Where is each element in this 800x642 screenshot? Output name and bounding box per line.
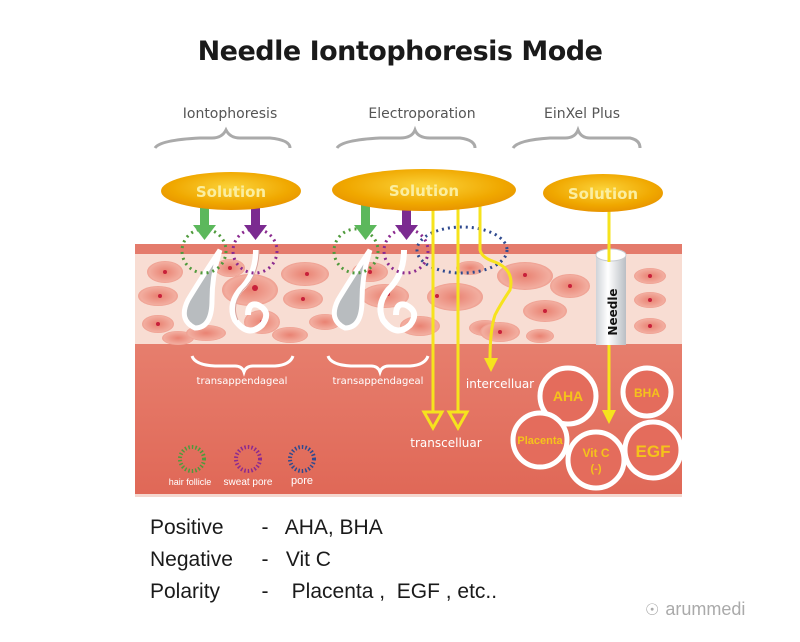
sweat-gland-1 [229, 249, 270, 334]
legend-pore-label: pore [291, 475, 313, 487]
summary-positive-value: AHA, BHA [284, 516, 383, 539]
intercellular-arrowhead [484, 358, 498, 372]
arrow-purple-2 [395, 205, 418, 240]
brace-transappendageal-2 [326, 355, 430, 377]
summary-negative: Negative- Vit C [150, 548, 331, 571]
watermark: ☉arummedi [645, 599, 746, 619]
active-aha-label: AHA [553, 388, 583, 404]
diagram-title: Needle Iontophoresis Mode [197, 36, 603, 67]
pathway-transcellular: transcelluar [410, 436, 481, 450]
brace-iontophoresis [153, 126, 292, 150]
arrow-green-1 [193, 205, 216, 240]
summary-positive-key: Positive [150, 516, 224, 539]
legend: hair follicle sweat pore pore [169, 445, 316, 488]
arrow-green-2 [354, 205, 377, 240]
mode-label-iontophoresis: Iontophoresis [182, 106, 278, 122]
summary-positive: Positive- AHA, BHA [150, 516, 383, 539]
summary-negative-key: Negative [150, 548, 233, 571]
solution-label-2: Solution [389, 182, 459, 200]
active-vitc [565, 429, 627, 491]
active-circles [510, 365, 684, 491]
transcellular-arrow-2 [446, 205, 470, 432]
sweat-gland-2 [377, 249, 418, 334]
transcellular-arrow-1 [421, 205, 445, 432]
needle-label: Needle [606, 288, 620, 335]
mode-label-einxel-plus: EinXel Plus [543, 106, 621, 122]
pathway-transappendageal-2: transappendageal [333, 376, 424, 387]
solution-einxel: Solution [543, 174, 663, 212]
active-vitc-label: Vit C [582, 446, 609, 460]
brace-electroporation [335, 125, 477, 150]
pathway-intercellular: intercelluar [466, 377, 534, 391]
active-bha-label: BHA [634, 386, 660, 400]
summary-polarity-value: Placenta , EGF , etc.. [285, 580, 498, 603]
needle: Needle [595, 248, 627, 345]
legend-sweat-pore-label: sweat pore [224, 477, 273, 488]
legend-hair-follicle-icon [178, 445, 206, 473]
hair-follicle-1 [181, 248, 223, 331]
hair-follicle-marker-2 [332, 227, 380, 275]
solution-electroporation: Solution [332, 169, 516, 211]
intercellular-arrow [478, 205, 513, 361]
active-vitc-sign: (-) [591, 463, 602, 475]
legend-pore-icon [288, 445, 316, 473]
active-bha [620, 365, 674, 419]
active-placenta [510, 410, 570, 470]
skin-stratum-corneum [135, 244, 682, 254]
active-aha [537, 365, 599, 427]
legend-sweat-pore-icon [234, 445, 262, 473]
summary-negative-value: Vit C [285, 548, 331, 571]
active-placenta-label: Placenta [517, 435, 563, 447]
pore-marker [415, 225, 509, 275]
pathway-transappendageal-1: transappendageal [197, 376, 288, 387]
wechat-icon: ☉ [645, 602, 660, 619]
brace-einxel [511, 125, 642, 149]
arrow-purple-1 [244, 205, 267, 240]
solution-label-3: Solution [568, 185, 638, 203]
mode-label-electroporation: Electroporation [368, 106, 476, 122]
einxel-arrow [602, 345, 616, 424]
summary-polarity-key: Polarity [150, 580, 221, 603]
solution-iontophoresis: Solution [161, 172, 301, 210]
active-egf [622, 419, 684, 481]
active-egf-label: EGF [636, 442, 671, 461]
legend-hair-follicle-label: hair follicle [169, 477, 212, 487]
summary-polarity: Polarity- Placenta , EGF , etc.. [150, 580, 498, 603]
brace-transappendageal-1 [190, 355, 295, 377]
solution-label-1: Solution [196, 183, 266, 201]
sweat-gland-1-outline [234, 249, 260, 321]
hair-follicle-2 [331, 248, 373, 331]
